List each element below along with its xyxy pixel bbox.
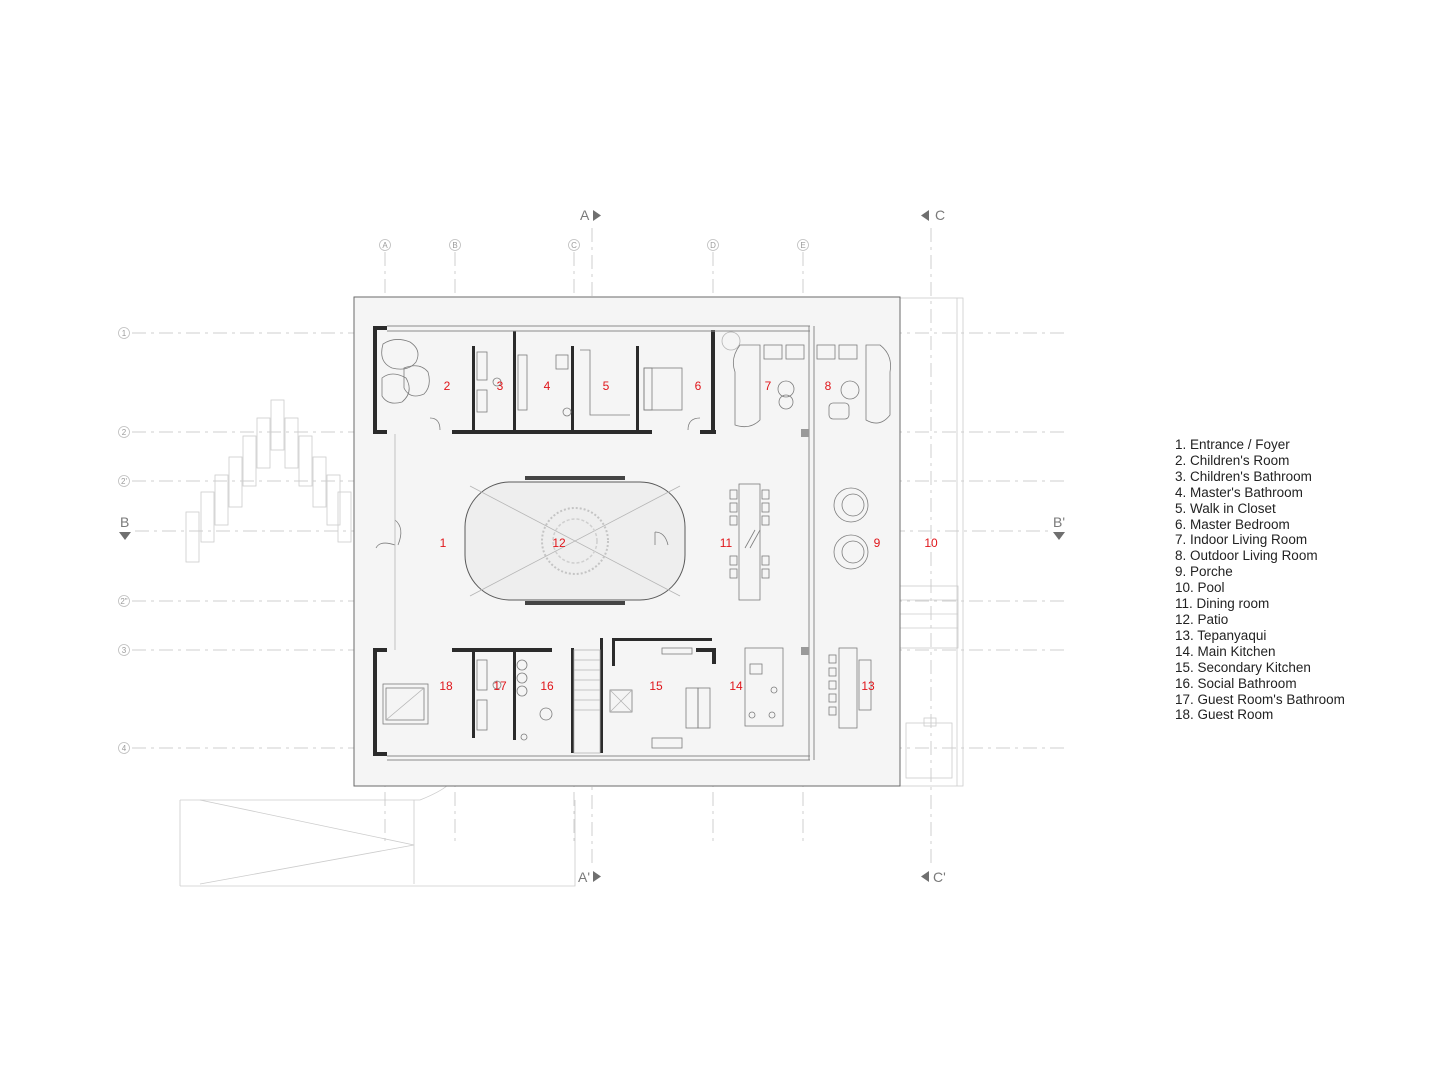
grid-bubble-2-prime: 2': [118, 475, 130, 487]
legend-item: 15. Secondary Kitchen: [1175, 659, 1311, 675]
grid-label-2-prime: 2': [121, 477, 127, 486]
section-arrow-icon: [119, 532, 131, 540]
legend-item: 12. Patio: [1175, 611, 1229, 627]
section-b-label: B: [120, 514, 129, 530]
grid-bubble-d: D: [707, 239, 719, 251]
dining-table: [729, 483, 770, 601]
section-b-prime-label: B': [1053, 514, 1065, 530]
room-label-16: 16: [540, 679, 554, 693]
legend-item: 18. Guest Room: [1175, 707, 1274, 723]
room-label-8: 8: [825, 379, 832, 393]
driveway: [179, 784, 576, 887]
legend-item: 4. Master's Bathroom: [1175, 484, 1303, 500]
grid-bubble-3: 3: [118, 644, 130, 656]
section-marker-a-top: A: [580, 207, 601, 223]
legend-item: 7. Indoor Living Room: [1175, 532, 1308, 548]
section-a-prime-label: A': [578, 869, 590, 885]
legend-item: 6. Master Bedroom: [1175, 516, 1290, 532]
room-label-3: 3: [497, 379, 504, 393]
section-a-label: A: [580, 207, 590, 223]
room-label-4: 4: [544, 379, 551, 393]
section-marker-a-bottom: A': [578, 869, 601, 885]
legend-item: 1. Entrance / Foyer: [1175, 437, 1290, 452]
section-arrow-icon: [921, 871, 929, 882]
legend-item: 17. Guest Room's Bathroom: [1175, 691, 1345, 707]
room-label-11: 11: [720, 536, 733, 550]
room-label-10: 10: [924, 536, 938, 550]
room-label-6: 6: [695, 379, 702, 393]
section-c-label: C: [935, 207, 945, 223]
walls-north: [373, 325, 815, 760]
walls-south: [373, 638, 810, 761]
grid-label-3: 3: [122, 646, 127, 655]
grid-label-d: D: [710, 241, 716, 250]
legend-item: 16. Social Bathroom: [1175, 675, 1297, 691]
tree-icon: [541, 507, 609, 575]
section-marker-c-top: C: [921, 207, 945, 223]
legend-item: 3. Children's Bathroom: [1175, 468, 1312, 484]
room-label-2: 2: [444, 379, 451, 393]
section-arrow-icon: [593, 210, 601, 221]
grid-label-2: 2: [122, 428, 127, 437]
section-marker-c-bottom: C': [921, 869, 946, 885]
grid-bubble-c: C: [568, 239, 580, 251]
grid-bubble-2: 2: [118, 426, 130, 438]
grid-bubble-a: A: [379, 239, 391, 251]
room-label-18: 18: [439, 679, 453, 693]
room-label-13: 13: [861, 679, 875, 693]
section-marker-b-right: B': [1053, 514, 1065, 540]
grid-bubble-4: 4: [118, 742, 130, 754]
room-labels: 1 2 3 4 5 6 7 8 9 10 11 12 13 14 15 16 1…: [439, 379, 938, 693]
legend-item: 2. Children's Room: [1175, 452, 1290, 468]
stepping-stones: [185, 399, 352, 563]
south-furniture: [382, 647, 872, 754]
grid-label-a: A: [382, 241, 388, 250]
grid-label-1: 1: [122, 329, 127, 338]
room-label-1: 1: [440, 536, 447, 550]
grid-label-4: 4: [122, 744, 127, 753]
grid-label-2-double-prime: 2": [120, 597, 127, 606]
legend-item: 14. Main Kitchen: [1175, 643, 1276, 659]
grid-label-b: B: [452, 241, 457, 250]
room-label-12: 12: [552, 536, 566, 550]
living-furniture: [721, 331, 891, 428]
room-label-17: 17: [493, 679, 507, 693]
room-legend: 1. Entrance / Foyer 2. Children's Room 3…: [1175, 437, 1345, 723]
entrance-door: [375, 434, 402, 650]
porch-loungers: [833, 487, 869, 570]
room-label-9: 9: [874, 536, 881, 550]
legend-item: 9. Porche: [1175, 564, 1233, 580]
room-label-7: 7: [765, 379, 772, 393]
section-marker-b-left: B: [119, 514, 131, 540]
grid-label-c: C: [571, 241, 577, 250]
grid-bubble-1: 1: [118, 327, 130, 339]
section-arrow-icon: [921, 210, 929, 221]
legend-item: 8. Outdoor Living Room: [1175, 548, 1318, 564]
legend-item: 10. Pool: [1175, 580, 1225, 596]
north-furniture: [381, 339, 701, 431]
room-label-14: 14: [729, 679, 743, 693]
patio: [464, 476, 686, 605]
legend-item: 11. Dining room: [1175, 596, 1270, 612]
section-arrow-icon: [1053, 532, 1065, 540]
legend-item: 5. Walk in Closet: [1175, 500, 1276, 516]
grid-bubble-e: E: [797, 239, 809, 251]
legend-item: 13. Tepanyaqui: [1175, 627, 1267, 643]
grid-label-e: E: [800, 241, 805, 250]
section-arrow-icon: [593, 871, 601, 882]
section-c-prime-label: C': [933, 869, 946, 885]
room-label-15: 15: [649, 679, 663, 693]
grid-bubble-2-double-prime: 2": [118, 595, 130, 607]
room-label-5: 5: [603, 379, 610, 393]
grid-bubble-b: B: [449, 239, 461, 251]
